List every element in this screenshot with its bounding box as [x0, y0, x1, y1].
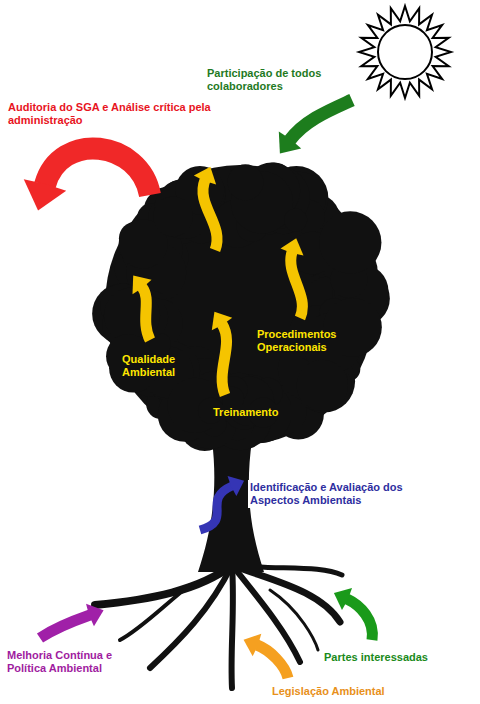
leaf-cluster: [319, 211, 381, 273]
arrow-head: [244, 634, 262, 656]
callout-label: Legislação Ambiental: [270, 684, 404, 699]
curved-arrow: [334, 588, 372, 640]
arrow-head: [281, 238, 304, 255]
arrow-body: [45, 148, 150, 195]
arrow-head: [334, 588, 352, 610]
arrow-head: [228, 476, 245, 496]
arrow-body: [222, 324, 227, 395]
arrow-head: [194, 167, 216, 185]
curved-arrow: [279, 100, 352, 153]
arrow-head: [279, 132, 301, 154]
arrow-body: [290, 100, 352, 140]
flow-arrows: [24, 100, 373, 678]
arrow-body: [257, 645, 288, 678]
arrow-head: [212, 312, 232, 331]
callout-label: Participação de todos colaboradores: [205, 66, 345, 94]
arrow-body: [200, 486, 232, 530]
curved-arrow: [194, 167, 217, 250]
leaf-cluster: [227, 164, 263, 200]
sun-disc: [378, 25, 432, 79]
curved-arrow: [200, 476, 244, 530]
arrow-head: [86, 604, 104, 627]
leaf-cluster: [284, 209, 307, 232]
arrow-head: [24, 179, 66, 210]
root-line: [270, 590, 318, 650]
curved-arrow: [132, 276, 151, 340]
arrow-body: [40, 615, 90, 638]
leaf-cluster: [297, 360, 348, 411]
callout-label: Qualidade Ambiental: [120, 352, 188, 380]
callout-label: Identificação e Avaliação dos Aspectos A…: [248, 480, 416, 508]
curved-arrow: [24, 148, 150, 210]
callout-label: Auditoria do SGA e Análise crítica pela …: [6, 100, 231, 128]
sun-symbol: [359, 6, 451, 98]
curved-arrow: [40, 604, 104, 638]
sun-rays: [359, 6, 451, 98]
callout-label: Partes interessadas: [322, 650, 450, 665]
root-line: [232, 565, 233, 688]
arrow-body: [291, 252, 303, 318]
callout-label: Melhoria Contínua e Política Ambiental: [5, 648, 133, 676]
callout-label: Treinamento: [211, 405, 293, 420]
callout-label: Procedimentos Operacionais: [255, 327, 350, 355]
arrow-body: [203, 180, 217, 250]
root-line: [232, 565, 340, 622]
root-line: [120, 585, 190, 640]
root-line: [150, 565, 232, 668]
curved-arrow: [244, 634, 288, 678]
leaf-cluster: [153, 197, 193, 237]
arrow-body: [347, 599, 372, 640]
arrow-body: [142, 287, 150, 340]
curved-arrow: [212, 312, 232, 395]
arrow-head: [132, 276, 151, 295]
tree-canopy: [92, 162, 390, 451]
curved-arrow: [281, 238, 304, 318]
